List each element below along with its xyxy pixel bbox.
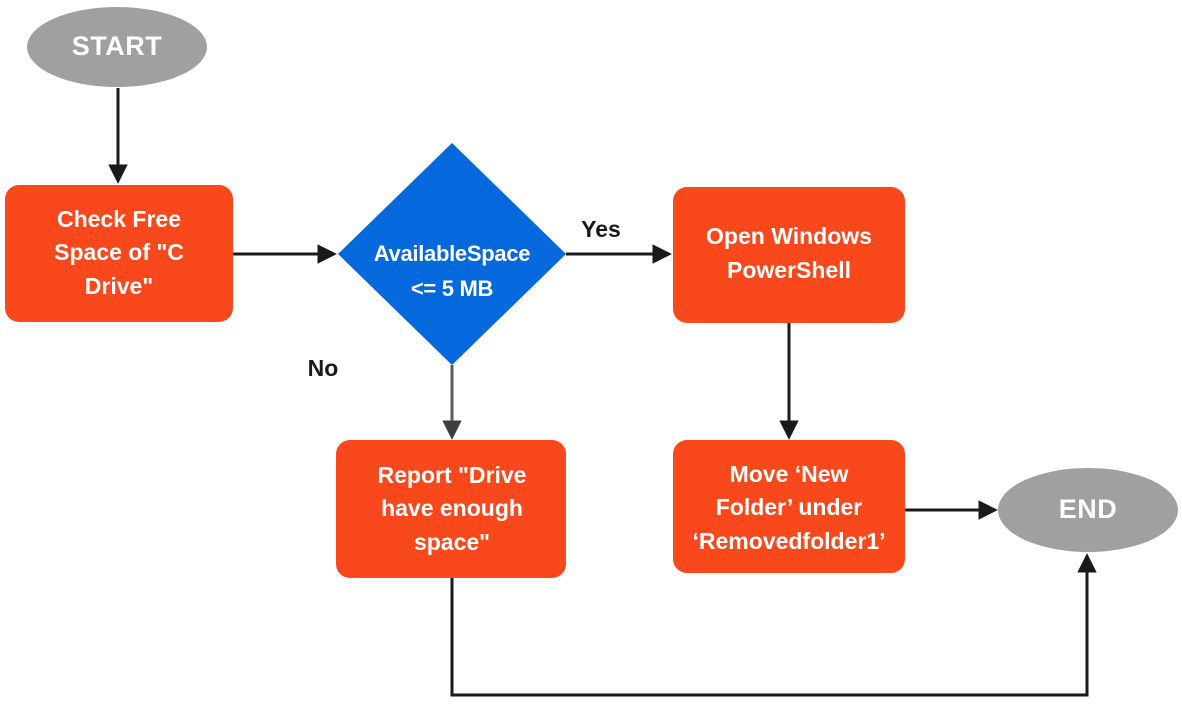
- move-folder-label-line2: Folder’ under: [716, 494, 863, 520]
- report-space-label-line2: have enough: [381, 495, 523, 521]
- node-open-powershell[interactable]: Open Windows PowerShell: [673, 187, 905, 323]
- check-free-space-label-line2: Space of "C: [54, 239, 184, 265]
- start-ellipse-shape: [27, 7, 207, 87]
- node-check-free-space[interactable]: Check Free Space of "C Drive": [5, 185, 233, 322]
- decision-label-line1: AvailableSpace: [374, 241, 530, 266]
- report-space-label-line3: space": [414, 529, 490, 555]
- node-decision-available-space[interactable]: AvailableSpace <= 5 MB: [338, 143, 566, 365]
- node-report-space[interactable]: Report "Drive have enough space": [336, 440, 566, 578]
- decision-diamond-shape: [338, 143, 566, 365]
- move-folder-label-line3: ‘Removedfolder1’: [693, 528, 886, 554]
- end-ellipse-shape: [998, 468, 1178, 552]
- start-label: START: [72, 31, 163, 61]
- check-free-space-label-line1: Check Free: [57, 206, 181, 232]
- check-free-space-label-line3: Drive": [85, 273, 153, 299]
- open-powershell-rect-shape: [673, 187, 905, 323]
- decision-label-line2: <= 5 MB: [411, 276, 493, 301]
- check-free-space-rect-shape: [5, 185, 233, 322]
- node-move-folder[interactable]: Move ‘New Folder’ under ‘Removedfolder1’: [673, 440, 905, 573]
- open-powershell-label-line1: Open Windows: [706, 223, 872, 249]
- edge-label-no: No: [308, 355, 339, 381]
- end-label: END: [1059, 494, 1118, 524]
- move-folder-rect-shape: [673, 440, 905, 573]
- edge-label-yes: Yes: [581, 216, 621, 242]
- move-folder-label-line1: Move ‘New: [730, 461, 849, 487]
- open-powershell-label-line2: PowerShell: [727, 257, 851, 283]
- report-space-rect-shape: [336, 440, 566, 578]
- connector-report-to-end: [450, 553, 1097, 697]
- node-start[interactable]: START: [27, 7, 207, 87]
- report-space-label-line1: Report "Drive: [378, 462, 527, 488]
- node-end[interactable]: END: [998, 468, 1178, 552]
